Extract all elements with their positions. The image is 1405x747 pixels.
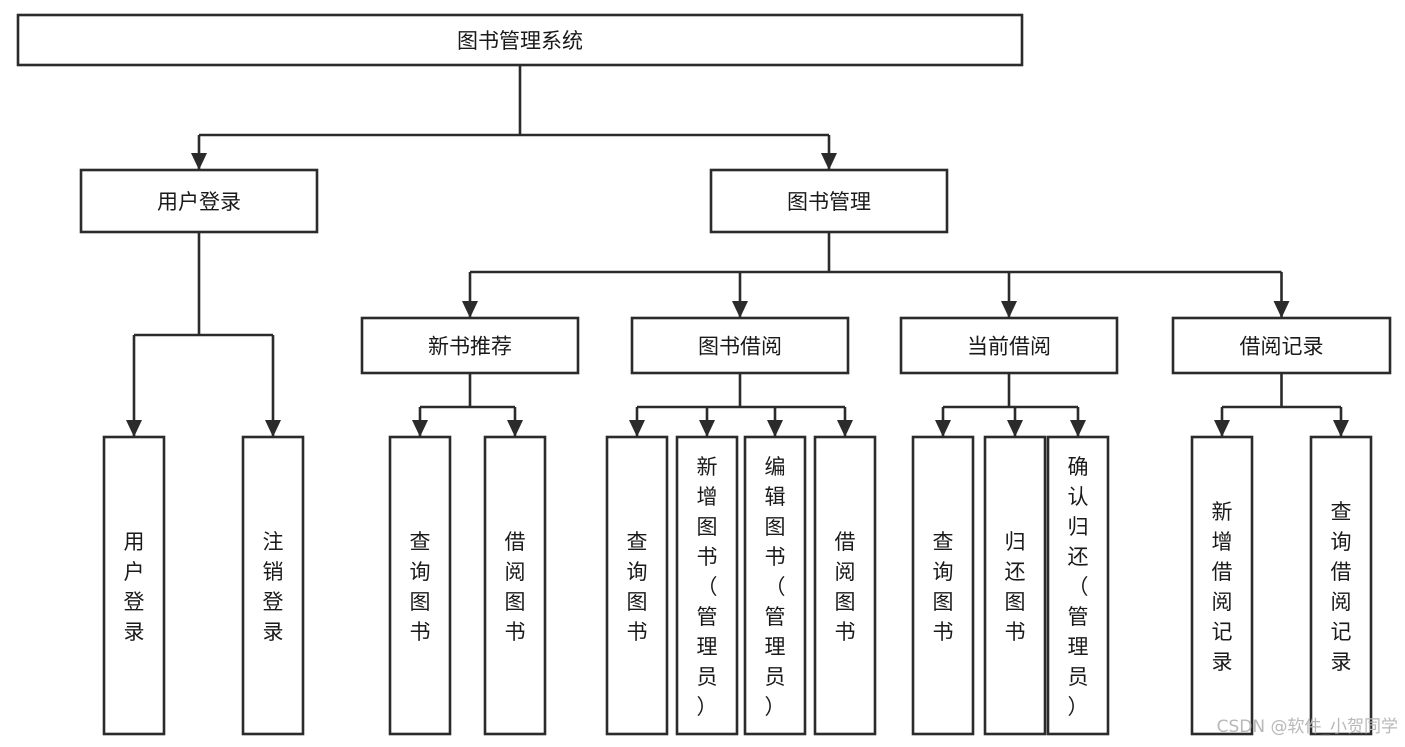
node-leaf-logout[interactable]: 注销登录 — [241, 435, 305, 736]
node-borrow[interactable]: 图书借阅 — [630, 316, 850, 375]
node-box[interactable] — [911, 435, 975, 736]
arrow-head — [462, 301, 478, 318]
node-box[interactable] — [1171, 316, 1392, 375]
node-label: 用户登录 — [157, 190, 241, 214]
node-box[interactable] — [388, 435, 452, 736]
node-label: 查询图书 — [933, 530, 954, 644]
arrow-head — [1333, 420, 1349, 437]
node-leaf-return-book[interactable]: 归还图书 — [983, 435, 1047, 736]
arrow-head — [1001, 301, 1017, 318]
arrow-head — [699, 420, 715, 437]
node-root[interactable]: 图书管理系统 — [16, 13, 1024, 67]
node-box[interactable] — [241, 435, 305, 736]
arrow-head — [1273, 301, 1290, 318]
node-bookmgmt[interactable]: 图书管理 — [709, 168, 949, 234]
node-leaf-edit-book[interactable]: 编辑图书（管理员） — [743, 435, 807, 736]
node-box[interactable] — [983, 435, 1047, 736]
node-box[interactable] — [483, 435, 547, 736]
node-leaf-confirm-return[interactable]: 确认归还（管理员） — [1046, 435, 1110, 736]
arrow-head — [412, 420, 428, 437]
node-current[interactable]: 当前借阅 — [899, 316, 1119, 375]
arrow-head — [1070, 420, 1086, 437]
node-label: 图书管理系统 — [457, 29, 583, 53]
arrow-head — [265, 420, 281, 437]
node-box[interactable] — [899, 316, 1119, 375]
node-label: 确认归还（管理员） — [1068, 455, 1089, 719]
node-box[interactable] — [605, 435, 669, 736]
node-leaf-query-book-2[interactable]: 查询图书 — [605, 435, 669, 736]
node-box[interactable] — [79, 168, 319, 234]
node-box[interactable] — [16, 13, 1024, 67]
node-label: 借阅图书 — [835, 530, 856, 644]
node-label: 编辑图书（管理员） — [765, 455, 786, 719]
node-label: 图书借阅 — [698, 335, 782, 359]
node-leaf-borrow-book-1[interactable]: 借阅图书 — [483, 435, 547, 736]
node-label: 注销登录 — [263, 530, 284, 644]
arrow-head — [191, 153, 207, 170]
node-box[interactable] — [709, 168, 949, 234]
node-box[interactable] — [360, 316, 580, 375]
arrow-head — [935, 420, 951, 437]
node-label: 用户登录 — [124, 530, 145, 644]
arrow-head — [732, 301, 748, 318]
node-label: 归还图书 — [1005, 530, 1026, 644]
arrow-head — [1007, 420, 1023, 437]
node-box[interactable] — [102, 435, 166, 736]
arrow-head — [1214, 420, 1230, 437]
node-leaf-add-record[interactable]: 新增借阅记录 — [1190, 435, 1254, 736]
node-label: 新增图书（管理员） — [697, 455, 718, 719]
arrow-head — [767, 420, 783, 437]
node-newbook[interactable]: 新书推荐 — [360, 316, 580, 375]
node-leaf-user-login[interactable]: 用户登录 — [102, 435, 166, 736]
arrow-head — [507, 420, 523, 437]
node-records[interactable]: 借阅记录 — [1171, 316, 1392, 375]
node-label: 当前借阅 — [967, 335, 1051, 359]
node-box[interactable] — [1190, 435, 1254, 736]
node-label: 图书管理 — [787, 190, 871, 214]
arrow-head — [629, 420, 645, 437]
arrow-head — [821, 153, 837, 170]
node-box[interactable] — [630, 316, 850, 375]
node-leaf-query-book-1[interactable]: 查询图书 — [388, 435, 452, 736]
node-box[interactable] — [813, 435, 877, 736]
node-box[interactable] — [743, 435, 807, 736]
node-label: 查询图书 — [627, 530, 648, 644]
arrow-head — [126, 420, 142, 437]
node-label: 查询借阅记录 — [1331, 500, 1352, 674]
node-layer: 图书管理系统用户登录图书管理新书推荐图书借阅当前借阅借阅记录用户登录注销登录查询… — [16, 13, 1392, 736]
csdn-watermark: CSDN @软件_小贺同学 — [1217, 717, 1398, 737]
node-box[interactable] — [1046, 435, 1110, 736]
node-login[interactable]: 用户登录 — [79, 168, 319, 234]
node-box[interactable] — [675, 435, 739, 736]
connector-layer — [126, 65, 1349, 437]
node-leaf-query-record[interactable]: 查询借阅记录 — [1309, 435, 1373, 736]
node-leaf-add-book[interactable]: 新增图书（管理员） — [675, 435, 739, 736]
arrow-head — [837, 420, 853, 437]
node-label: 借阅图书 — [505, 530, 526, 644]
node-leaf-query-book-3[interactable]: 查询图书 — [911, 435, 975, 736]
node-label: 新增借阅记录 — [1212, 500, 1233, 674]
node-label: 查询图书 — [410, 530, 431, 644]
node-leaf-borrow-book-2[interactable]: 借阅图书 — [813, 435, 877, 736]
node-box[interactable] — [1309, 435, 1373, 736]
node-label: 新书推荐 — [428, 335, 512, 359]
node-label: 借阅记录 — [1240, 335, 1324, 359]
